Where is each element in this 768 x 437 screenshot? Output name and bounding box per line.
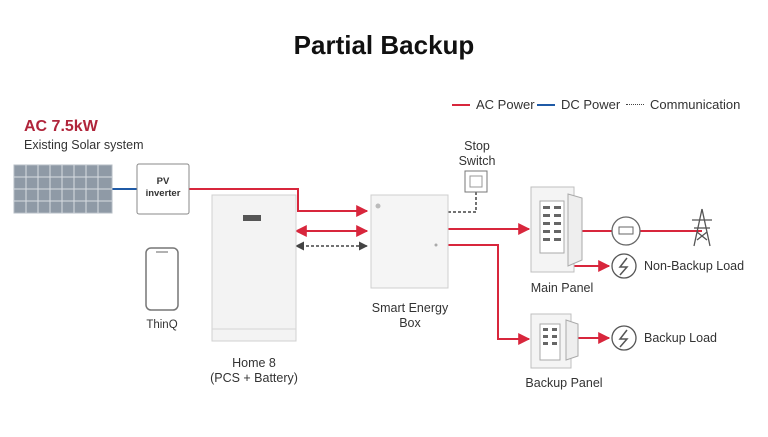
stop-switch-label: Stop Switch (446, 139, 508, 169)
seb-label-line2: Box (399, 316, 421, 330)
pv-inverter-label-line1: PV (156, 176, 170, 187)
comm-wire-switch-seb (448, 192, 477, 213)
thinq-phone-icon (145, 247, 179, 311)
legend-dc-swatch (537, 103, 555, 106)
legend-ac: AC Power (452, 97, 535, 112)
pv-inverter-box (136, 163, 190, 215)
backup-panel-label: Backup Panel (525, 376, 603, 390)
home8-label-line1: Home 8 (232, 356, 276, 370)
main-panel-label: Main Panel (530, 281, 594, 295)
solar-rating: AC 7.5kW (24, 118, 98, 135)
stop-switch-label-line2: Switch (458, 154, 496, 168)
solar-label: Existing Solar system (24, 138, 144, 152)
thinq-label: ThinQ (146, 319, 178, 331)
backup-panel-icon (530, 313, 579, 369)
smart-energy-box-icon (370, 194, 449, 289)
page-title: Partial Backup (293, 30, 475, 60)
grid-tower-icon (692, 208, 712, 247)
backup-load-icon (611, 325, 637, 351)
home8-label: Home 8 (PCS + Battery) (196, 356, 312, 386)
ac-wire-inverter-seb (189, 188, 369, 217)
backup-load-label: Backup Load (644, 331, 717, 345)
home8-label-line2: (PCS + Battery) (210, 371, 298, 385)
main-panel-icon (530, 186, 583, 273)
legend-dc: DC Power (537, 97, 620, 112)
legend-ac-swatch (452, 103, 470, 106)
stop-switch-label-line1: Stop (464, 139, 490, 153)
non-backup-load-icon (611, 253, 637, 279)
legend-comm: Communication (626, 97, 740, 112)
legend-comm-swatch (626, 104, 644, 105)
legend-dc-label: DC Power (561, 97, 621, 112)
legend-comm-label: Communication (650, 97, 741, 112)
meter-icon (611, 216, 641, 246)
home8-unit-icon (211, 194, 297, 342)
seb-label: Smart Energy Box (359, 301, 461, 331)
ac-wire-seb-backup (448, 244, 531, 345)
pv-inverter-label: PV inverter (137, 176, 189, 200)
legend-ac-label: AC Power (476, 97, 535, 112)
non-backup-load-label: Non-Backup Load (644, 259, 745, 273)
pv-inverter-label-line2: inverter (145, 188, 181, 199)
stop-switch-icon (464, 170, 488, 193)
seb-label-line1: Smart Energy (371, 301, 449, 315)
solar-panel-icon (13, 164, 113, 214)
